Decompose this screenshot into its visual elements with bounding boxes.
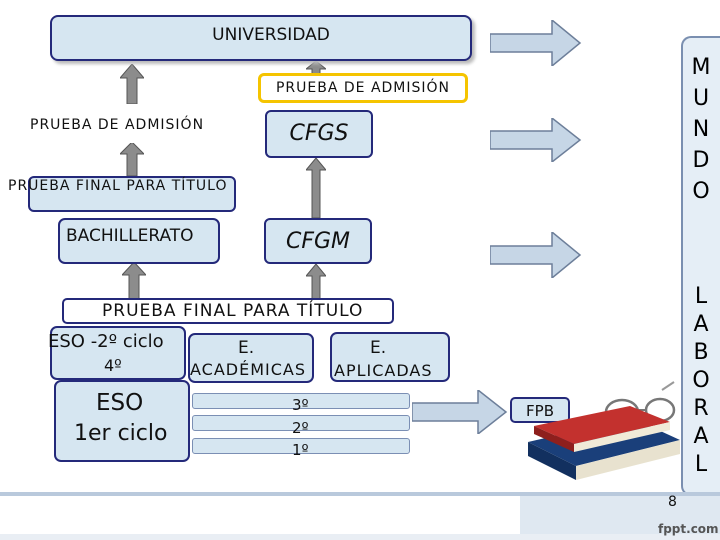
universidad-label: UNIVERSIDAD	[212, 25, 330, 45]
vertical-letter: B	[693, 340, 709, 365]
cfgs-box: CFGS	[265, 110, 373, 158]
right-arrow-icon	[490, 118, 582, 162]
prueba-final-left-box	[28, 176, 236, 212]
up-arrow-icon	[120, 142, 144, 176]
ensenanzas-academicas-box	[188, 333, 314, 383]
cfgm-box: CFGM	[264, 218, 372, 264]
fpb-label: FPB	[526, 402, 554, 420]
curso-segundo-bar	[192, 415, 410, 431]
cfgm-label: CFGM	[285, 229, 351, 254]
footer-band	[0, 492, 720, 540]
prueba-admision-left-box: PRUEBA DE ADMISIÓN	[30, 113, 242, 143]
bachillerato-label: BACHILLERATO	[66, 226, 194, 246]
up-arrow-icon	[120, 64, 144, 104]
vertical-letter: O	[692, 179, 710, 204]
universidad-box: UNIVERSIDAD	[50, 15, 472, 61]
mundo-laboral-panel	[681, 36, 720, 496]
up-arrow-icon	[306, 264, 326, 300]
fppt-logo: fppt.com	[658, 522, 719, 536]
vertical-letter: O	[692, 368, 710, 393]
vertical-letter: A	[693, 424, 709, 449]
curso-tercero-label: 3º	[292, 396, 309, 414]
vertical-letter: U	[692, 86, 710, 111]
prueba-admision-left-label: PRUEBA DE ADMISIÓN	[30, 117, 205, 133]
prueba-final-mid-box	[62, 298, 394, 324]
ensenanzas-aplicadas-label: APLICADAS	[334, 361, 433, 380]
eso-cuarto-label: 4º	[104, 356, 122, 375]
vertical-letter: A	[693, 312, 709, 337]
eso-primer-ciclo-box	[54, 380, 190, 462]
vertical-letter: D	[692, 148, 710, 173]
vertical-letter: M	[691, 55, 711, 80]
curso-tercero-bar	[192, 393, 410, 409]
up-arrow-icon	[122, 262, 146, 300]
curso-primero-label: 1º	[292, 441, 309, 459]
curso-segundo-label: 2º	[292, 419, 309, 437]
up-arrow-icon	[306, 158, 326, 218]
vertical-letter: R	[693, 396, 709, 421]
prueba-final-mid-label: PRUEBA FINAL PARA TÍTULO	[102, 301, 364, 321]
curso-primero-bar	[192, 438, 410, 454]
bachillerato-box: BACHILLERATO	[58, 218, 220, 264]
vertical-letter: N	[692, 117, 710, 142]
eso-primer-ciclo-title: ESO	[96, 390, 144, 416]
cfgs-label: CFGS	[289, 121, 349, 146]
prueba-final-left-label: PRUEBA FINAL PARA TÍTULO	[8, 178, 228, 194]
vertical-letter: L	[694, 452, 708, 477]
vertical-letter: L	[694, 284, 708, 309]
eso-segundo-ciclo-label: ESO -2º ciclo	[48, 331, 164, 352]
ensenanzas-aplicadas-box	[330, 332, 450, 382]
eso-primer-ciclo-label: 1er ciclo	[74, 421, 168, 446]
ensenanzas-aplicadas-prefix: E.	[370, 338, 387, 358]
up-arrow-icon	[306, 61, 326, 77]
eso-segundo-ciclo-box	[50, 326, 186, 380]
fpb-box: FPB	[510, 397, 570, 423]
slide-number: 8	[668, 494, 677, 510]
ensenanzas-academicas-label: ACADÉMICAS	[190, 360, 307, 379]
prueba-admision-right-box: PRUEBA DE ADMISIÓN	[258, 73, 468, 103]
prueba-admision-right-label: PRUEBA DE ADMISIÓN	[275, 80, 451, 96]
ensenanzas-academicas-prefix: E.	[238, 338, 255, 358]
books-illustration	[528, 381, 680, 480]
right-arrow-icon	[490, 20, 582, 66]
right-arrow-icon	[412, 390, 508, 434]
right-arrow-icon	[490, 232, 582, 278]
